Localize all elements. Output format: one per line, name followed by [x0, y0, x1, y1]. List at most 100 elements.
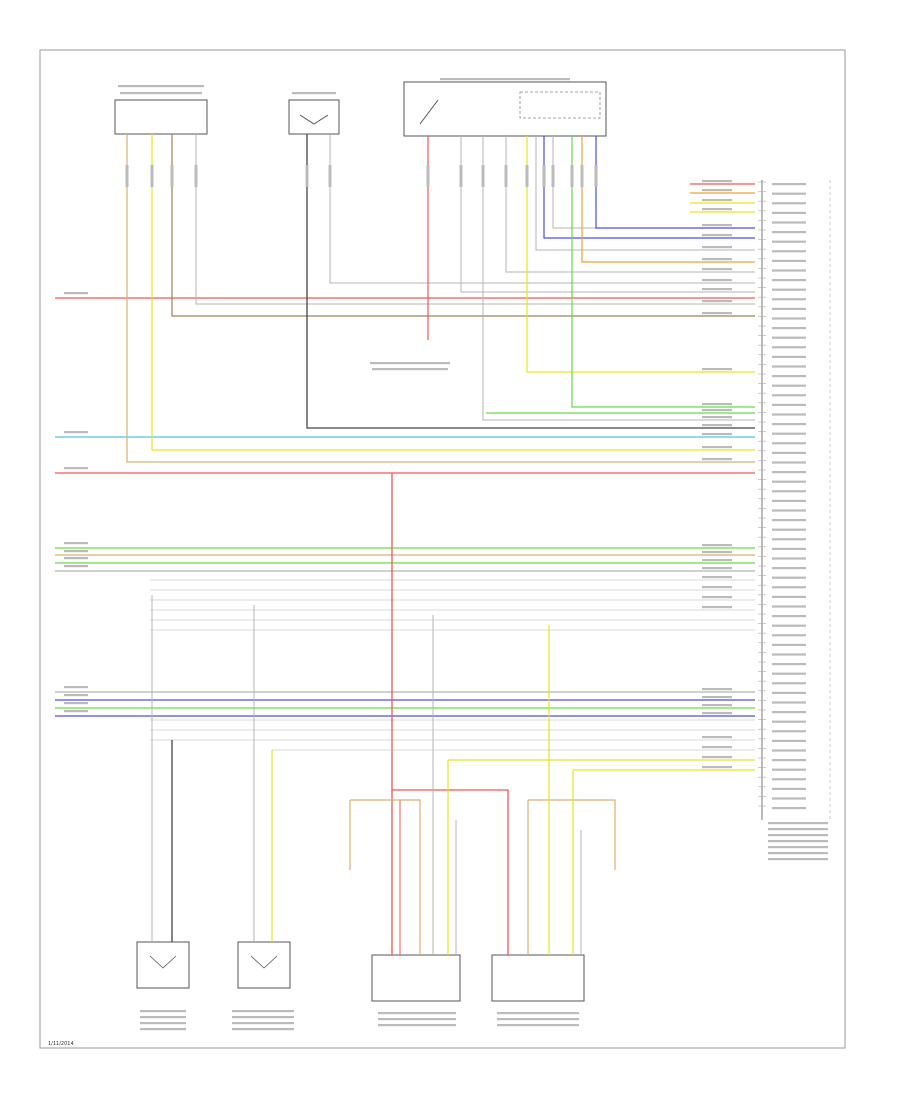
wire-color-label	[702, 746, 732, 749]
pin-label-mark	[772, 279, 806, 282]
pin-label-mark	[772, 355, 806, 358]
wire-color-label	[702, 586, 732, 589]
wire-color-label	[702, 424, 732, 427]
vertical-wire-label	[594, 165, 598, 187]
sensor-label-mark	[140, 1016, 186, 1019]
sensor-label-mark	[232, 1016, 294, 1019]
wire-color-label	[702, 688, 732, 691]
pin-label-mark	[772, 663, 806, 666]
pin-label-mark	[772, 231, 806, 234]
pin-label-mark	[772, 787, 806, 790]
wire-grey	[195, 134, 755, 305]
component-title-mark	[120, 92, 202, 95]
wire-yellow	[151, 134, 755, 451]
pin-label-mark	[772, 547, 806, 550]
module-label-mark	[378, 1012, 456, 1015]
pin-label-mark	[772, 576, 806, 579]
wire-color-label	[702, 433, 732, 436]
wire-color-label	[702, 368, 732, 371]
vertical-wire-label	[125, 165, 129, 187]
wire-color-label	[702, 234, 732, 237]
pin-label-mark	[772, 720, 806, 723]
module-label-mark	[497, 1012, 579, 1015]
sensor-label-mark	[232, 1028, 294, 1031]
pin-label-mark	[772, 634, 806, 637]
pin-label-mark	[772, 519, 806, 522]
pin-label-mark	[772, 403, 806, 406]
vertical-wire-label	[170, 165, 174, 187]
wire-color-label	[702, 756, 732, 759]
vertical-wire-label	[504, 165, 508, 187]
pin-label-mark	[772, 557, 806, 560]
bus-label	[64, 686, 88, 689]
wire-color-label	[702, 551, 732, 554]
pin-label-mark	[772, 643, 806, 646]
vertical-wire-label	[525, 165, 529, 187]
pin-label-mark	[772, 298, 806, 301]
pin-label-mark	[772, 528, 806, 531]
wire-color-label	[702, 736, 732, 739]
bus-label	[64, 694, 88, 697]
pin-label-mark	[772, 682, 806, 685]
pin-label-mark	[772, 624, 806, 627]
vertical-wire-label	[481, 165, 485, 187]
wire-color-label	[702, 224, 732, 227]
vertical-wire-label	[459, 165, 463, 187]
wire-grey	[482, 136, 755, 421]
pin-label-mark	[772, 240, 806, 243]
pin-label-mark	[772, 384, 806, 387]
wire-group	[55, 134, 755, 955]
wire-color-label	[702, 409, 732, 412]
bus-label	[64, 550, 88, 553]
pin-label-mark	[772, 471, 806, 474]
wire-color-label	[702, 559, 732, 562]
wire-brown	[171, 134, 755, 317]
pin-label-mark	[772, 605, 806, 608]
label-marks	[64, 78, 828, 1031]
sensor-label-mark	[140, 1028, 186, 1031]
vertical-wire-label	[570, 165, 574, 187]
wire-color-label	[702, 288, 732, 291]
pin-label-mark	[772, 778, 806, 781]
sensor-label-mark	[232, 1010, 294, 1013]
wire-color-label	[702, 606, 732, 609]
center-annotation-mark	[370, 362, 450, 365]
wire-color-label	[702, 696, 732, 699]
wire-color-label	[702, 704, 732, 707]
pin-label-mark	[772, 509, 806, 512]
module-title-mark	[768, 822, 828, 825]
module-right-connector	[761, 180, 831, 820]
component-title-mark	[118, 85, 204, 88]
pin-label-mark	[772, 653, 806, 656]
component-top-center-sensor	[288, 99, 340, 135]
wire-color-label	[702, 189, 732, 192]
pin-label-mark	[772, 730, 806, 733]
pin-label-mark	[772, 797, 806, 800]
module-title-mark	[768, 834, 828, 837]
module-title-mark	[768, 828, 828, 831]
component-bottom-sensor-left	[136, 941, 190, 989]
wire-color-label	[702, 416, 732, 419]
wire-color-label	[702, 246, 732, 249]
pin-label-mark	[772, 259, 806, 262]
module-title-mark	[768, 852, 828, 855]
pin-label-mark	[772, 211, 806, 214]
module-title-mark	[768, 858, 828, 861]
wire-color-label	[702, 258, 732, 261]
bus-label	[64, 702, 88, 705]
pin-label-mark	[772, 317, 806, 320]
pin-label-mark	[772, 691, 806, 694]
wire-green	[571, 136, 755, 408]
pin-label-mark	[772, 288, 806, 291]
bus-label	[64, 565, 88, 568]
bus-label	[64, 557, 88, 560]
vertical-wire-label	[150, 165, 154, 187]
pin-label-mark	[772, 307, 806, 310]
pin-label-mark	[772, 413, 806, 416]
sensor-label-mark	[232, 1022, 294, 1025]
wire-color-label	[702, 712, 732, 715]
component-bottom-sensor-right	[237, 941, 291, 989]
wire-red-branch	[392, 789, 509, 955]
